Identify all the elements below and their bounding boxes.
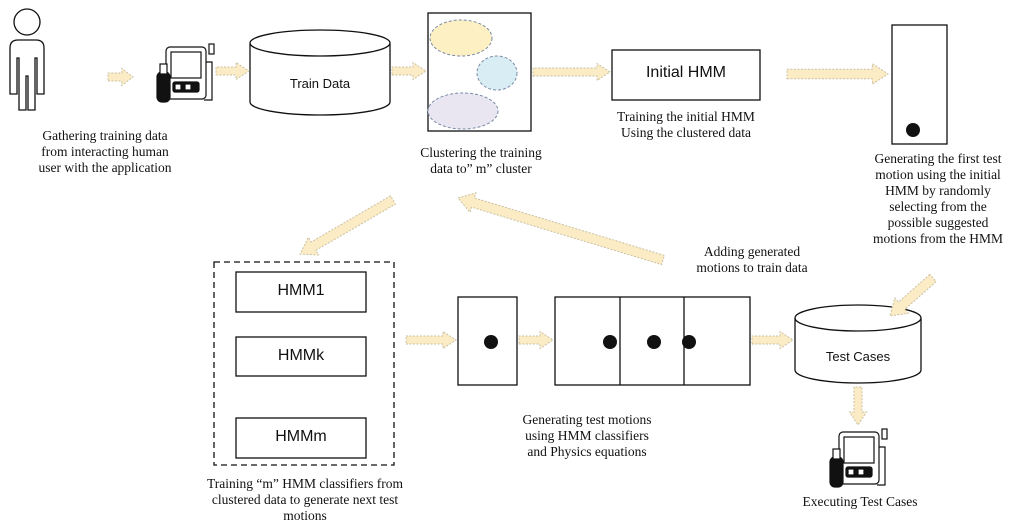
caption-line: motions to train data xyxy=(696,260,808,275)
caption-line: Generating the first test xyxy=(874,151,1002,166)
motion-dot-icon xyxy=(603,335,617,349)
caption-line: using HMM classifiers xyxy=(525,428,649,443)
caption-line: motions xyxy=(283,508,327,523)
caption-generating-test: Generating test motions using HMM classi… xyxy=(487,412,687,460)
caption-line: Generating test motions xyxy=(522,412,652,427)
motion-box-single xyxy=(457,296,518,386)
initial-hmm-label: Initial HMM xyxy=(645,64,726,81)
caption-line: Using the clustered data xyxy=(620,125,752,140)
caption-line: Gathering training data xyxy=(42,128,168,143)
caption-line: motion using the initial xyxy=(875,167,1001,182)
hmm1-box xyxy=(235,271,367,313)
caption-line: Training the initial HMM xyxy=(617,109,755,124)
hmmm-box xyxy=(235,417,367,459)
flow-arrows xyxy=(107,61,937,426)
arrow-testcases-to-executing xyxy=(848,386,868,426)
hmmm-label: HMMm xyxy=(275,428,327,445)
initial-hmm-box xyxy=(611,49,761,101)
cluster-c xyxy=(427,92,499,130)
caption-clustering: Clustering the training data to” m” clus… xyxy=(388,145,574,177)
motion-dot-icon xyxy=(484,335,498,349)
caption-line: from interacting human xyxy=(41,144,169,159)
caption-adding: Adding generated motions to train data xyxy=(662,244,842,276)
arrow-hmm-group-to-motion xyxy=(405,330,457,350)
caption-line: HMM by randomly xyxy=(885,183,991,198)
train-data-label: Train Data xyxy=(289,76,351,91)
test-cases-label: Test Cases xyxy=(825,349,891,364)
motion-dot-icon xyxy=(682,335,696,349)
tablet-device-icon-executing xyxy=(829,428,888,488)
arrow-motion-to-sequence xyxy=(518,330,554,350)
cluster-b xyxy=(476,55,518,91)
cluster-box xyxy=(427,12,532,132)
train-data-cylinder xyxy=(249,29,391,116)
arrow-clusters-to-hmm-group xyxy=(299,195,397,256)
caption-executing: Executing Test Cases xyxy=(770,494,950,510)
caption-line: Training “m” HMM classifiers from xyxy=(207,476,403,491)
caption-generating-first: Generating the first test motion using t… xyxy=(848,151,1028,247)
tablet-device-icon xyxy=(156,43,215,103)
arrow-device-to-traindata xyxy=(215,61,250,81)
caption-line: Adding generated xyxy=(703,244,801,259)
caption-gathering: Gathering training data from interacting… xyxy=(0,128,210,176)
arrow-initial-hmm-to-test-motion xyxy=(786,62,889,86)
person-icon xyxy=(9,8,45,111)
caption-line: selecting from the xyxy=(889,199,987,214)
arrow-adding-motions-to-clusters xyxy=(457,192,666,266)
caption-line: Executing Test Cases xyxy=(802,494,918,509)
caption-line: motions from the HMM xyxy=(872,231,1004,246)
caption-line: Clustering the training xyxy=(420,145,542,160)
caption-line: data to” m” cluster xyxy=(430,161,532,176)
motion-dot-icon xyxy=(647,335,661,349)
test-cases-cylinder xyxy=(794,304,922,384)
arrow-sequence-to-testcases xyxy=(751,330,794,350)
caption-line: clustered data to generate next test xyxy=(211,492,399,507)
caption-line: user with the application xyxy=(38,160,172,175)
hmmk-box xyxy=(235,336,367,377)
caption-training-m: Training “m” HMM classifiers from cluste… xyxy=(160,476,450,524)
first-test-motion-box xyxy=(891,24,948,145)
arrow-person-to-device xyxy=(107,67,134,87)
hmmk-label: HMMk xyxy=(277,347,325,364)
caption-training-initial: Training the initial HMM Using the clust… xyxy=(586,109,786,141)
cluster-a xyxy=(429,19,493,57)
arrow-test-motion-to-testcases xyxy=(889,273,937,317)
hmm1-label: HMM1 xyxy=(277,282,325,299)
caption-line: possible suggested xyxy=(887,215,989,230)
hmm-classifiers-group xyxy=(213,261,395,466)
arrow-clusters-to-initial-hmm xyxy=(532,62,611,82)
caption-line: and Physics equations xyxy=(527,444,647,459)
arrow-traindata-to-clusters xyxy=(391,61,427,81)
motion-dot-icon xyxy=(906,123,920,137)
motion-box-sequence xyxy=(554,296,751,386)
